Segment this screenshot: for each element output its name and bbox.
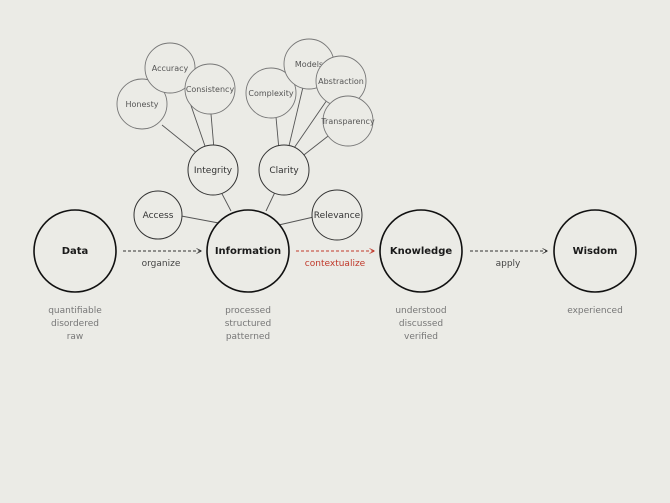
stage-nodes: Data Information Knowledge Wisdom bbox=[33, 209, 637, 293]
attribute-node-access: Access bbox=[133, 190, 183, 240]
description-line: verified bbox=[404, 332, 438, 342]
stage-node-knowledge: Knowledge bbox=[379, 209, 463, 293]
description-line: quantifiable bbox=[48, 306, 102, 316]
attribute-label-complexity: Complexity bbox=[248, 89, 293, 98]
attribute-node-clarity: Clarity bbox=[258, 144, 310, 196]
stage-label-wisdom: Wisdom bbox=[573, 246, 618, 257]
description-line: raw bbox=[67, 332, 84, 342]
attribute-node-honesty: Honesty bbox=[116, 78, 168, 130]
attribute-label-access: Access bbox=[143, 211, 174, 221]
description-knowledge: understood discussed verified bbox=[395, 306, 446, 342]
transitions: organize contextualize apply bbox=[123, 251, 547, 269]
description-line: patterned bbox=[226, 332, 270, 342]
attribute-label-accuracy: Accuracy bbox=[152, 64, 189, 73]
integrity-attribute-nodes: Honesty Accuracy Consistency bbox=[116, 42, 236, 130]
attribute-node-transparency: Transparency bbox=[320, 95, 375, 147]
attribute-label-relevance: Relevance bbox=[314, 211, 361, 221]
clarity-attribute-nodes: Complexity Models Abstraction Transparen… bbox=[245, 38, 375, 147]
attribute-node-relevance: Relevance bbox=[311, 189, 363, 241]
stage-node-information: Information bbox=[206, 209, 290, 293]
attribute-node-integrity: Integrity bbox=[187, 144, 239, 196]
transition-label-apply: apply bbox=[496, 259, 521, 269]
description-information: processed structured patterned bbox=[225, 306, 272, 342]
description-line: disordered bbox=[51, 319, 99, 329]
attribute-label-consistency: Consistency bbox=[186, 85, 235, 94]
attribute-node-complexity: Complexity bbox=[245, 67, 297, 119]
stage-label-data: Data bbox=[62, 246, 89, 257]
description-line: discussed bbox=[399, 319, 443, 329]
attribute-node-accuracy: Accuracy bbox=[144, 42, 196, 94]
stage-label-knowledge: Knowledge bbox=[390, 246, 453, 257]
attribute-label-transparency: Transparency bbox=[320, 117, 375, 126]
attribute-label-abstraction: Abstraction bbox=[318, 77, 364, 86]
description-wisdom: experienced bbox=[567, 306, 623, 316]
transition-label-contextualize: contextualize bbox=[305, 259, 366, 269]
attribute-node-consistency: Consistency bbox=[184, 63, 236, 115]
transition-label-organize: organize bbox=[142, 259, 181, 269]
attribute-label-models: Models bbox=[295, 60, 323, 69]
description-line: experienced bbox=[567, 306, 623, 316]
connectors bbox=[161, 86, 333, 228]
stage-descriptions: quantifiable disordered raw processed st… bbox=[48, 306, 623, 342]
description-line: structured bbox=[225, 319, 272, 329]
attribute-label-clarity: Clarity bbox=[269, 166, 299, 176]
attribute-label-honesty: Honesty bbox=[126, 100, 159, 109]
description-line: understood bbox=[395, 306, 446, 316]
stage-node-data: Data bbox=[33, 209, 117, 293]
stage-node-wisdom: Wisdom bbox=[553, 209, 637, 293]
information-attribute-nodes: Access Integrity Clarity Relevance bbox=[133, 144, 363, 241]
stage-label-information: Information bbox=[215, 246, 281, 257]
description-line: processed bbox=[225, 306, 271, 316]
attribute-label-integrity: Integrity bbox=[194, 166, 233, 176]
description-data: quantifiable disordered raw bbox=[48, 306, 102, 342]
